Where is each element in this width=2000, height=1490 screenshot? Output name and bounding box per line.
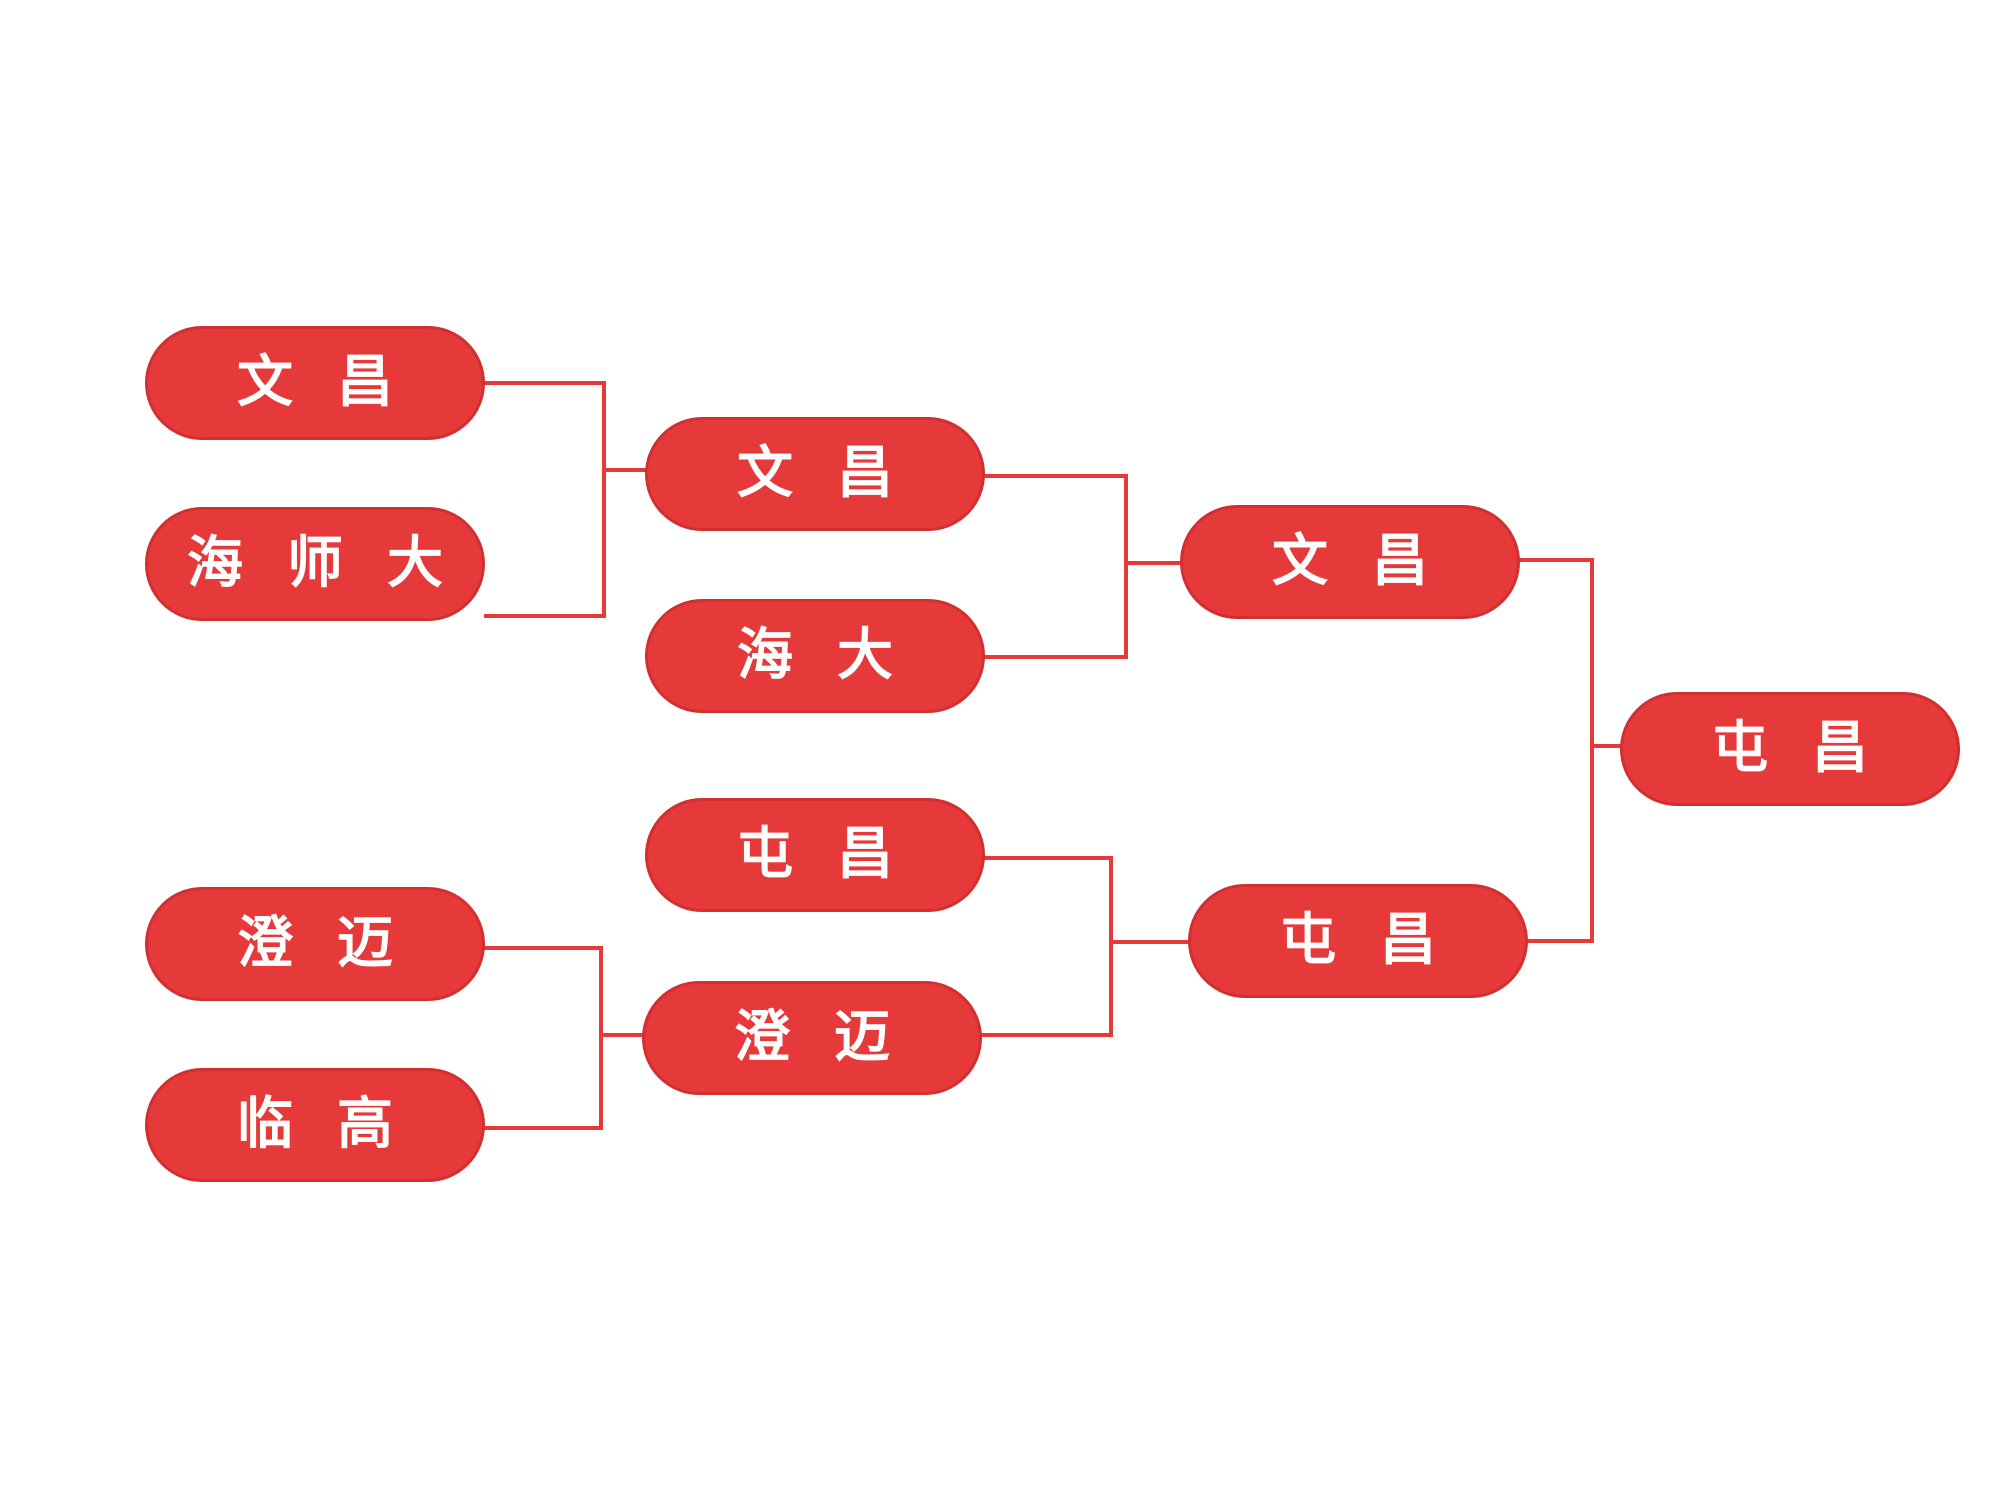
round2-team-haida: 海大: [645, 599, 985, 713]
connector-r2-bottom: [981, 856, 1113, 1037]
connector-r1-top: [484, 381, 606, 618]
team-label: 海师大: [187, 531, 487, 596]
team-label: 澄迈: [237, 911, 437, 976]
connector-semifinal: [1518, 558, 1594, 943]
semifinal-team-wenchang: 文昌: [1180, 505, 1520, 619]
team-label: 文昌: [237, 350, 437, 415]
round1-team-wenchang: 文昌: [145, 326, 485, 440]
final-team-tunchang: 屯昌: [1620, 692, 1960, 806]
team-label: 临高: [237, 1092, 437, 1157]
round2-team-tunchang: 屯昌: [645, 798, 985, 912]
team-label: 屯昌: [1280, 908, 1480, 973]
semifinal-team-tunchang: 屯昌: [1188, 884, 1528, 998]
team-label: 澄迈: [734, 1005, 934, 1070]
team-label: 文昌: [737, 441, 937, 506]
round2-team-wenchang: 文昌: [645, 417, 985, 531]
connector-r1-bottom: [484, 946, 603, 1130]
team-label: 海大: [737, 623, 937, 688]
team-label: 屯昌: [737, 822, 937, 887]
round1-team-chengmai: 澄迈: [145, 887, 485, 1001]
round1-team-haishida: 海师大: [145, 507, 485, 621]
connector-r2-top: [984, 474, 1128, 659]
team-label: 屯昌: [1712, 716, 1912, 781]
team-label: 文昌: [1272, 529, 1472, 594]
round2-team-chengmai: 澄迈: [642, 981, 982, 1095]
round1-team-lingao: 临高: [145, 1068, 485, 1182]
